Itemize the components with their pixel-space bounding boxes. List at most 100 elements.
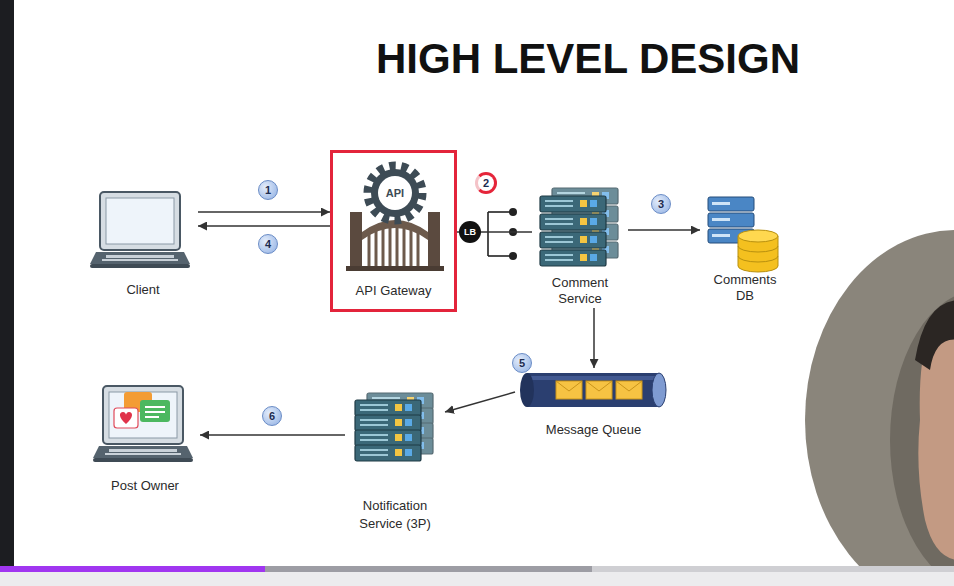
queue-node: Message Queue [515,368,672,440]
laptop-icon [90,192,190,268]
queue-icon [556,381,642,399]
client-node: Client [88,188,198,300]
gateway-icon [350,212,362,268]
callout-number: 5 [512,353,532,373]
laptop-chat-icon [93,386,193,462]
gateway-icon [403,223,406,266]
node-label: Client [93,282,193,298]
database-icon [712,234,730,237]
callout-number: 1 [258,180,278,200]
gateway-box: API Gateway [330,150,457,312]
connector-arrow [481,231,532,233]
database-icon [712,202,730,205]
laptop-chat-icon [145,416,159,418]
callout-number: 6 [262,406,282,426]
service-node: Comment Service [532,183,628,308]
laptop-chat-icon [140,400,170,422]
diagram-title: HIGH LEVEL DESIGN [318,34,858,84]
server-icon [355,415,421,431]
gateway-icon [368,232,371,266]
laptop-chat-icon [145,406,165,408]
side-strip [0,0,14,566]
callout-number: 2 [475,172,497,194]
gateway-icon [346,166,444,271]
progress-bar [0,566,954,572]
callout-number: 4 [258,234,278,254]
queue-icon [520,373,666,407]
server-icon [540,250,606,266]
node-label: LB [464,227,476,237]
gateway-icon [417,228,420,266]
client-node: Post Owner [90,380,200,495]
server-icon [540,196,606,212]
presenter-photo [805,230,954,586]
gateway-icon [368,166,422,220]
load-balancer-fan [509,208,517,216]
laptop-chat-icon [120,412,132,424]
node-label: API Gateway [339,283,449,299]
connector-arrow [200,434,345,436]
connector-arrow [198,211,330,213]
load-balancer-fan [488,208,517,260]
connector-arrow [198,225,330,227]
presenter-photo [915,300,954,370]
server-icon [355,400,421,416]
presenter-photo [890,290,954,586]
node-label: Comments DB [707,272,783,304]
gateway-icon [371,169,419,217]
gateway-icon [382,224,385,266]
progress-bar [0,566,592,572]
progress-bar [0,566,954,586]
laptop-chat-icon [145,411,165,413]
gateway-icon [346,266,444,271]
server-icon [540,214,606,230]
load-balancer-fan [509,252,517,260]
database-icon [738,246,778,262]
load-balancer-fan [488,255,510,257]
callout-number: 3 [651,194,671,214]
gateway-icon [428,212,440,268]
queue-icon [527,373,659,407]
load-balancer-fan [487,212,489,256]
connector-arrow [445,392,515,412]
service-node: Notification Service (3P) [345,390,445,535]
queue-icon [527,376,659,380]
presenter-photo [805,230,954,586]
icon-text: API [380,185,410,201]
database-node: Comments DB [700,190,790,305]
database-icon [712,202,730,237]
queue-icon [556,381,642,391]
laptop-chat-icon [93,386,193,462]
node-label: Message Queue [524,422,664,438]
queue-icon [520,373,534,407]
server-icon [540,188,618,266]
gateway-icon [389,223,392,266]
database-icon [712,218,730,221]
laptop-chat-icon [114,408,138,428]
laptop-icon [90,192,190,268]
node-label: Post Owner [95,478,195,494]
load-balancer-circle: LB [459,221,481,243]
server-icon [355,445,421,461]
gateway-icon [396,223,399,266]
gateway-icon [410,225,413,266]
server-icon [540,232,606,248]
database-icon [708,197,778,272]
gateway-icon [369,223,418,266]
database-icon [708,213,754,227]
server-icon [355,430,421,446]
load-balancer-fan [488,211,510,213]
database-icon [738,230,778,242]
connector-arrow [593,308,595,368]
gateway-icon [375,227,378,266]
queue-icon [652,373,666,407]
progress-bar [0,566,265,572]
node-label: Comment Service [540,275,620,307]
server-icon [355,393,433,461]
progress-bar [0,566,954,586]
database-icon [708,197,754,211]
node-label: Notification Service (3P) [353,497,437,533]
gateway-icon [378,176,412,210]
connector-arrow [628,229,700,231]
